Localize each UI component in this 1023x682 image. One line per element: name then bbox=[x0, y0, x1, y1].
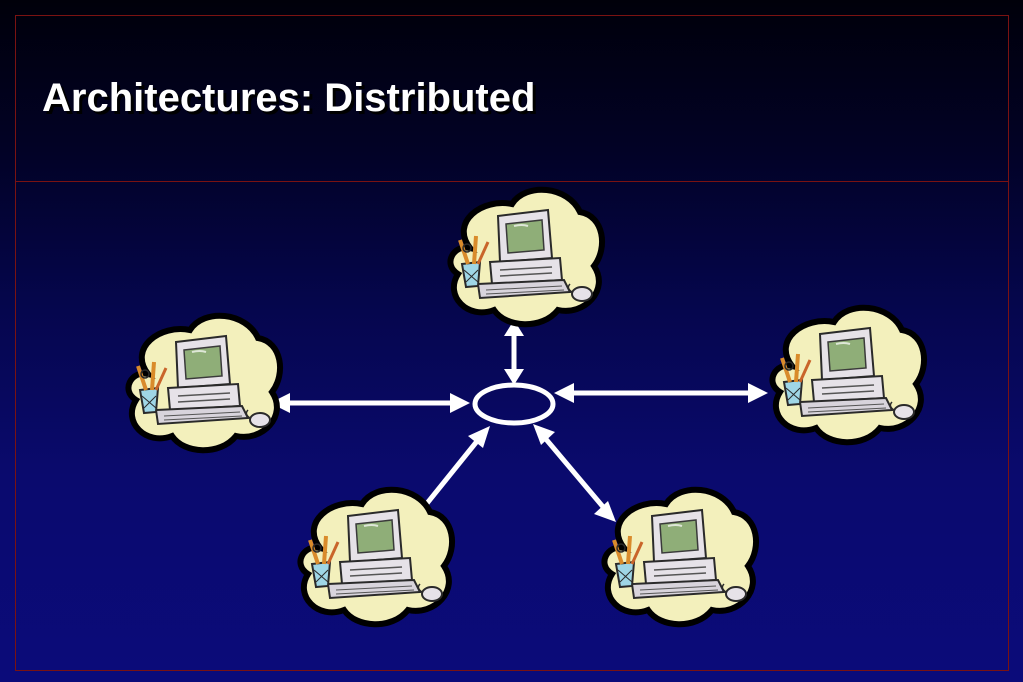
computer-left-icon bbox=[128, 316, 280, 451]
frame-bottom-line bbox=[15, 670, 1009, 671]
link-right bbox=[554, 383, 768, 403]
link-top bbox=[504, 320, 524, 385]
frame-right-line bbox=[1008, 15, 1009, 671]
link-bottom-right bbox=[533, 424, 616, 522]
computer-bottom-left-icon bbox=[300, 490, 452, 625]
frame-left-line bbox=[15, 15, 16, 671]
frame-top-line bbox=[15, 15, 1009, 16]
computer-top-icon bbox=[450, 190, 602, 325]
frame-title-divider bbox=[15, 181, 1009, 182]
slide-title: Architectures: Distributed bbox=[42, 76, 536, 120]
link-left bbox=[270, 393, 470, 413]
computer-right-icon bbox=[772, 308, 924, 443]
network-hub-ring bbox=[472, 382, 556, 426]
computer-bottom-right-icon bbox=[604, 490, 756, 625]
